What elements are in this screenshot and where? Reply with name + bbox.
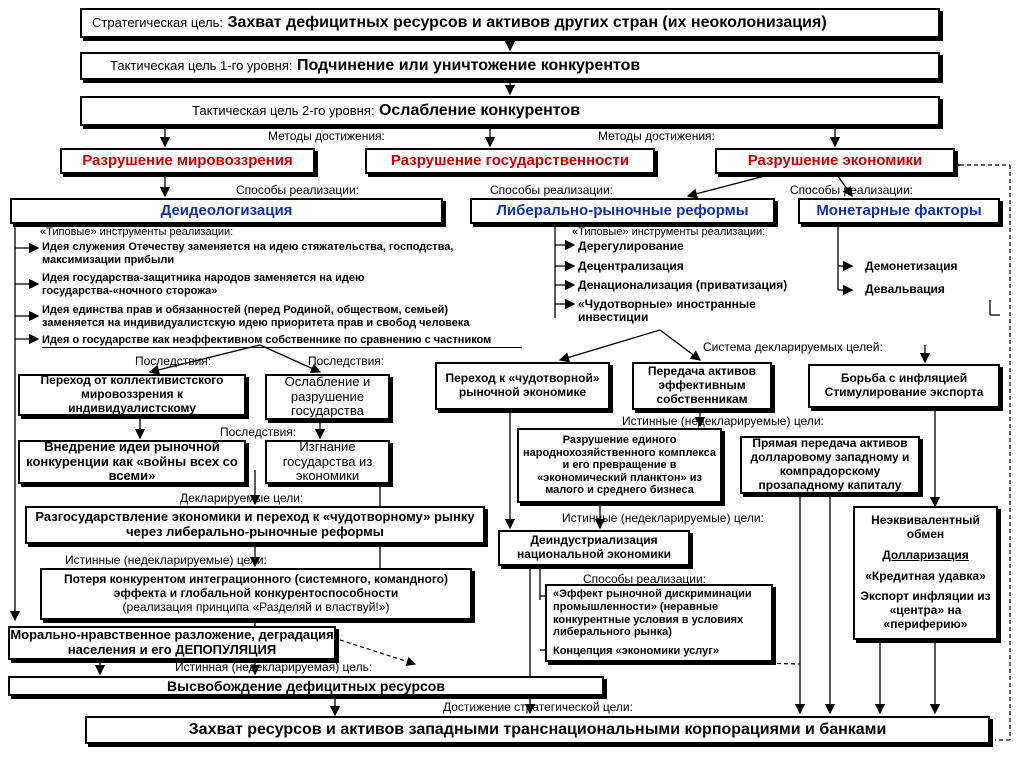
destruction-complex-box: Разрушение единого народнохозяйственного… [517, 428, 722, 503]
monetary-item-1: Демонетизация [865, 259, 958, 273]
liberal-reforms-box: Либерально-рыночные реформы [470, 198, 775, 224]
strategic-goal-prefix: Стратегическая цель: [92, 14, 223, 30]
loss-of-integration-main: Потеря конкурентом интеграционного (сист… [63, 572, 449, 601]
deind-item-2: Концепция «экономики услуг» [553, 644, 719, 657]
typical-tools-label-2: «Типовые» инструменты реализации: [572, 226, 766, 238]
direct-transfer-box: Прямая передача активов долларовому запа… [740, 436, 920, 494]
destatization-box: Разгосударствление экономики и переход к… [25, 506, 485, 544]
liberal-item-4: «Чудотворные» иностранные инвестиции [578, 297, 756, 324]
right-item-1: Неэквивалентный обмен [871, 513, 980, 541]
loss-of-integration-sub: (реализация принципа «Разделяй и властву… [122, 599, 390, 614]
true-goals-label-3: Истинные (недекларируемые) цели: [562, 511, 764, 525]
deideol-item-4: Идея о государстве как неэффективном соб… [42, 334, 522, 348]
true-goals-label-1: Истинные (недекларируемые) цели: [65, 553, 267, 567]
declared-goals-label: Декларируемые цели: [180, 491, 304, 505]
method-worldview-box: Разрушение мировоззрения [60, 148, 315, 174]
transition-market-box: Переход к «чудотворной» рыночной экономи… [435, 362, 610, 410]
loss-of-integration-box: Потеря конкурентом интеграционного (сист… [40, 568, 472, 620]
tactical-goal-1-prefix: Тактическая цель 1-го уровня: [110, 57, 293, 73]
declared-system-label: Система декларируемых целей: [703, 340, 883, 354]
tactical-goal-2-prefix: Тактическая цель 2-го уровня: [192, 102, 375, 118]
moral-decay-box: Морально-нравственное разложение, деград… [8, 626, 336, 660]
consequence-state-weakening-box: Ослабление и разрушение государства [265, 374, 390, 420]
right-item-4: Экспорт инфляции из «центра» на «перифер… [860, 589, 991, 631]
consequences-label-1: Последствия: [135, 354, 212, 368]
liberal-item-3: Денационализация (приватизация) [578, 278, 788, 292]
ways-label-2: Способы реализации: [490, 183, 613, 197]
right-item-3: «Кредитная удавка» [865, 568, 986, 583]
typical-tools-label-1: «Типовые» инструменты реализации: [40, 226, 234, 238]
deideologization-box: Деидеологизация [10, 198, 443, 224]
strategic-goal-text: Захват дефицитных ресурсов и активов дру… [227, 13, 827, 31]
deideol-item-2: Идея государства-защитника народов замен… [42, 272, 365, 297]
consequences-label-3: Последствия: [220, 425, 297, 439]
true-goal-label: Истинная (недекларируемая) цель: [175, 660, 373, 674]
tactical-goal-2-box: Тактическая цель 2-го уровня: Ослабление… [80, 96, 940, 126]
deideol-item-3: Идея единства прав и обязанностей (перед… [42, 304, 470, 329]
monetary-factors-box: Монетарные факторы [798, 198, 1000, 224]
consequence-competition-box: Внедрение идеи рыночной конкуренции как … [18, 439, 246, 484]
ways-label-4: Способы реализации: [583, 572, 706, 586]
ways-label-1: Способы реализации: [236, 183, 359, 197]
inflation-export-box: Борьба с инфляцией Стимулирование экспор… [808, 364, 1000, 408]
achievement-label: Достижение стратегической цели: [443, 700, 633, 714]
release-resources-box: Высвобождение дефицитных ресурсов [8, 676, 604, 696]
asset-transfer-box: Передача активов эффективным собственник… [632, 362, 772, 410]
method-economy-box: Разрушение экономики [715, 148, 955, 174]
methods-label-1: Методы достижения: [268, 129, 385, 143]
deindustrialization-box: Деиндустриализация национальной экономик… [498, 530, 690, 566]
liberal-item-1: Дерегулирование [578, 239, 684, 253]
deind-ways-box: «Эффект рыночной дискриминации промышлен… [545, 584, 773, 662]
consequence-collectivism-box: Переход от коллективистского мировоззрен… [18, 373, 246, 416]
ways-label-3: Способы реализации: [790, 183, 913, 197]
tactical-goal-1-text: Подчинение или уничтожение конкурентов [296, 56, 641, 74]
deind-item-1: «Эффект рыночной дискриминации промышлен… [553, 588, 752, 639]
consequence-state-expulsion-box: Изгнание государства из экономики [265, 439, 390, 484]
capture-resources-box: Захват ресурсов и активов западными тран… [85, 716, 990, 744]
liberal-item-2: Децентрализация [578, 259, 684, 273]
mechanisms-box: Неэквивалентный обмен Долларизация «Кред… [853, 506, 998, 640]
strategic-goal-box: Стратегическая цель: Захват дефицитных р… [80, 8, 940, 38]
right-item-2: Долларизация [882, 547, 969, 562]
deideol-item-1: Идея служения Отечеству заменяется на ид… [42, 241, 454, 266]
monetary-item-2: Девальвация [865, 282, 945, 296]
tactical-goal-2-text: Ослабление конкурентов [378, 101, 581, 119]
true-goals-label-2: Истинные (недекларируемые) цели: [622, 414, 824, 428]
tactical-goal-1-box: Тактическая цель 1-го уровня: Подчинение… [80, 52, 940, 80]
method-statehood-box: Разрушение государственности [365, 148, 655, 174]
methods-label-2: Методы достижения: [598, 129, 715, 143]
consequences-label-2: Последствия: [308, 354, 385, 368]
